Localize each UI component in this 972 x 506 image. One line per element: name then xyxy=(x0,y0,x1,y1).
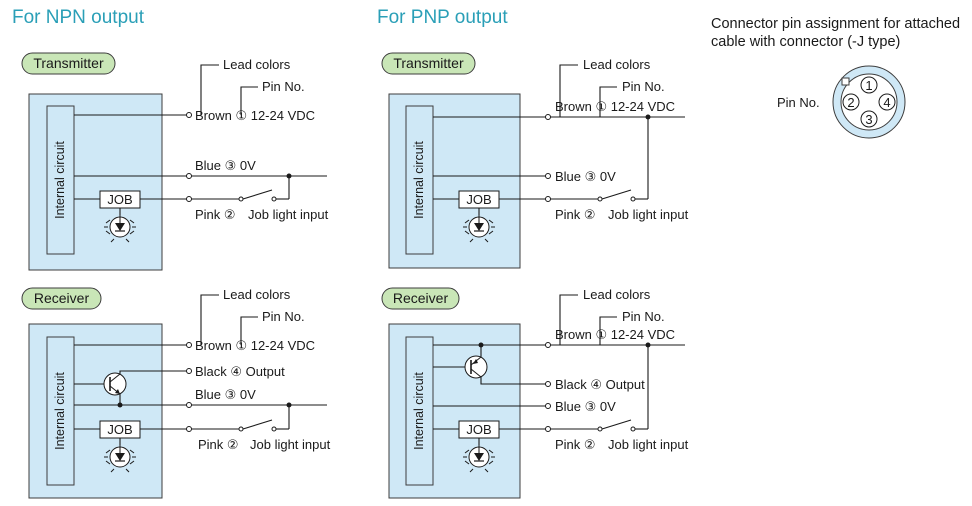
pin-2-label: 2 xyxy=(847,95,854,110)
black-wire-label: Black ④ Output xyxy=(195,364,285,379)
pink-wire-label: Pink ② xyxy=(195,207,236,222)
job-label: JOB xyxy=(466,422,491,437)
internal-circuit-label: Internal circuit xyxy=(53,372,67,450)
internal-circuit-label: Internal circuit xyxy=(412,372,426,450)
connector-face xyxy=(840,73,898,131)
blue-wire-label: Blue ③ 0V xyxy=(195,158,256,173)
lead-colors-label: Lead colors xyxy=(223,57,291,72)
internal-circuit-block xyxy=(46,105,75,255)
internal-circuit-block xyxy=(46,336,75,486)
brown-wire-label: Brown ① 12-24 VDC xyxy=(555,99,675,114)
job-light-input-label: Job light input xyxy=(248,207,329,222)
pnp-transmitter: Transmitter Internal circuit JOB Lead co… xyxy=(381,52,689,269)
internal-circuit-block xyxy=(405,105,434,255)
job-light-input-label: Job light input xyxy=(608,437,689,452)
job-label: JOB xyxy=(466,192,491,207)
pin-4-label: 4 xyxy=(883,95,890,110)
pin-no-label: Pin No. xyxy=(622,79,665,94)
pin-1 xyxy=(860,76,878,94)
receiver-pill xyxy=(381,287,460,310)
internal-circuit-block xyxy=(405,336,434,486)
job-label: JOB xyxy=(107,422,132,437)
transmitter-label: Transmitter xyxy=(393,55,464,71)
brown-wire-label: Brown ① 12-24 VDC xyxy=(195,338,315,353)
receiver-label: Receiver xyxy=(393,290,449,306)
pin-3 xyxy=(860,110,878,128)
blue-wire-label: Blue ③ 0V xyxy=(195,387,256,402)
npn-heading: For NPN output xyxy=(12,7,144,28)
pin-no-label: Pin No. xyxy=(622,309,665,324)
pnp-receiver: Receiver Internal circuit JOB xyxy=(381,287,689,499)
transmitter-pill xyxy=(21,52,116,75)
receiver-label: Receiver xyxy=(34,290,90,306)
pnp-heading: For PNP output xyxy=(377,7,508,28)
pink-wire-label: Pink ② xyxy=(198,437,239,452)
internal-circuit-label: Internal circuit xyxy=(412,141,426,219)
npn-transistor-icon xyxy=(103,372,127,396)
pin-3-label: 3 xyxy=(865,112,872,127)
job-label: JOB xyxy=(107,192,132,207)
npn-receiver: Receiver Internal circuit JOB xyxy=(21,287,331,499)
job-light-input-label: Job light input xyxy=(608,207,689,222)
pnp-transistor-icon xyxy=(464,355,488,379)
connector-pin-diagram: Pin No. 1 2 3 4 xyxy=(777,65,906,139)
lead-colors-label: Lead colors xyxy=(583,287,651,302)
pink-wire-label: Pink ② xyxy=(555,437,596,452)
connector-key xyxy=(841,77,850,86)
blue-wire-label: Blue ③ 0V xyxy=(555,399,616,414)
lead-colors-label: Lead colors xyxy=(223,287,291,302)
blue-wire-label: Blue ③ 0V xyxy=(555,169,616,184)
black-wire-label: Black ④ Output xyxy=(555,377,645,392)
connector-pin-label: Pin No. xyxy=(777,95,820,110)
brown-wire-label: Brown ① 12-24 VDC xyxy=(555,327,675,342)
pin-4 xyxy=(878,93,896,111)
pin-2 xyxy=(842,93,860,111)
transmitter-pill xyxy=(381,52,476,75)
brown-wire-label: Brown ① 12-24 VDC xyxy=(195,108,315,123)
pin-no-label: Pin No. xyxy=(262,79,305,94)
internal-circuit-label: Internal circuit xyxy=(53,141,67,219)
pink-wire-label: Pink ② xyxy=(555,207,596,222)
pin-1-label: 1 xyxy=(865,78,872,93)
transmitter-label: Transmitter xyxy=(33,55,104,71)
npn-transmitter: Transmitter Internal circuit JOB Lead co… xyxy=(21,52,329,271)
connector-title: Connector pin assignment for attached ca… xyxy=(711,16,961,50)
pin-no-label: Pin No. xyxy=(262,309,305,324)
receiver-pill xyxy=(21,287,102,310)
lead-colors-label: Lead colors xyxy=(583,57,651,72)
job-light-input-label: Job light input xyxy=(250,437,331,452)
